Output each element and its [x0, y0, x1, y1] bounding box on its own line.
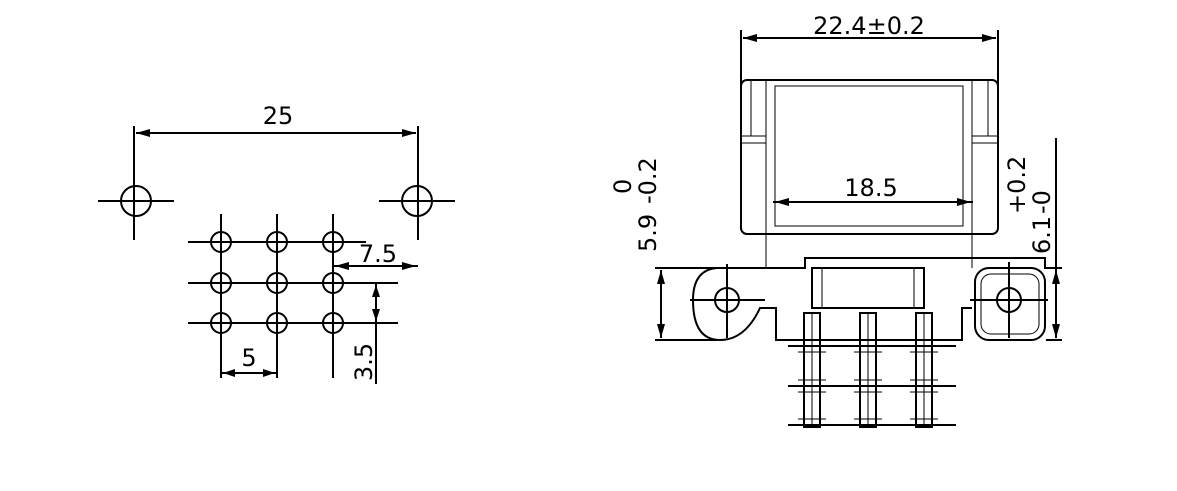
pin-grid: [188, 214, 398, 378]
dimension-width: 22.4±0.2: [740, 12, 999, 92]
dim-left-height-label: 5.9: [634, 214, 662, 252]
dimension-7-5: 7.5: [333, 240, 418, 270]
flange-hole-left: [690, 264, 765, 338]
dimension-right-height: 6.1 +0.2 -0: [1003, 138, 1062, 341]
dim-3-5-label: 3.5: [350, 343, 378, 381]
dimension-3-5: 3.5: [350, 283, 380, 384]
dimension-25: 25: [133, 102, 419, 240]
dimension-5: 5: [221, 344, 277, 377]
left-footprint-view: 25: [98, 102, 455, 384]
mounting-hole-left: [98, 185, 174, 217]
right-side-view: 22.4±0.2 18.5: [609, 12, 1062, 428]
mounting-hole-right: [379, 185, 455, 217]
dim-right-height-label: 6.1: [1028, 216, 1056, 254]
dim-7-5-label: 7.5: [359, 240, 397, 268]
tol-left-lower: -0.2: [634, 157, 662, 204]
dim-width-label: 22.4±0.2: [813, 12, 925, 40]
tol-right-upper: +0.2: [1003, 156, 1031, 214]
dim-inner-label: 18.5: [844, 174, 897, 202]
dimension-left-height: 5.9 0 -0.2: [609, 157, 717, 341]
tol-right-lower: -0: [1028, 190, 1056, 214]
dim-25-label: 25: [263, 102, 294, 130]
relay-body: [740, 79, 999, 268]
relay-pins: [788, 312, 956, 428]
dim-5-label: 5: [241, 344, 256, 372]
tol-left-upper: 0: [609, 179, 637, 194]
dimension-inner: 18.5: [773, 174, 973, 206]
flange-hole-right: [970, 262, 1048, 338]
